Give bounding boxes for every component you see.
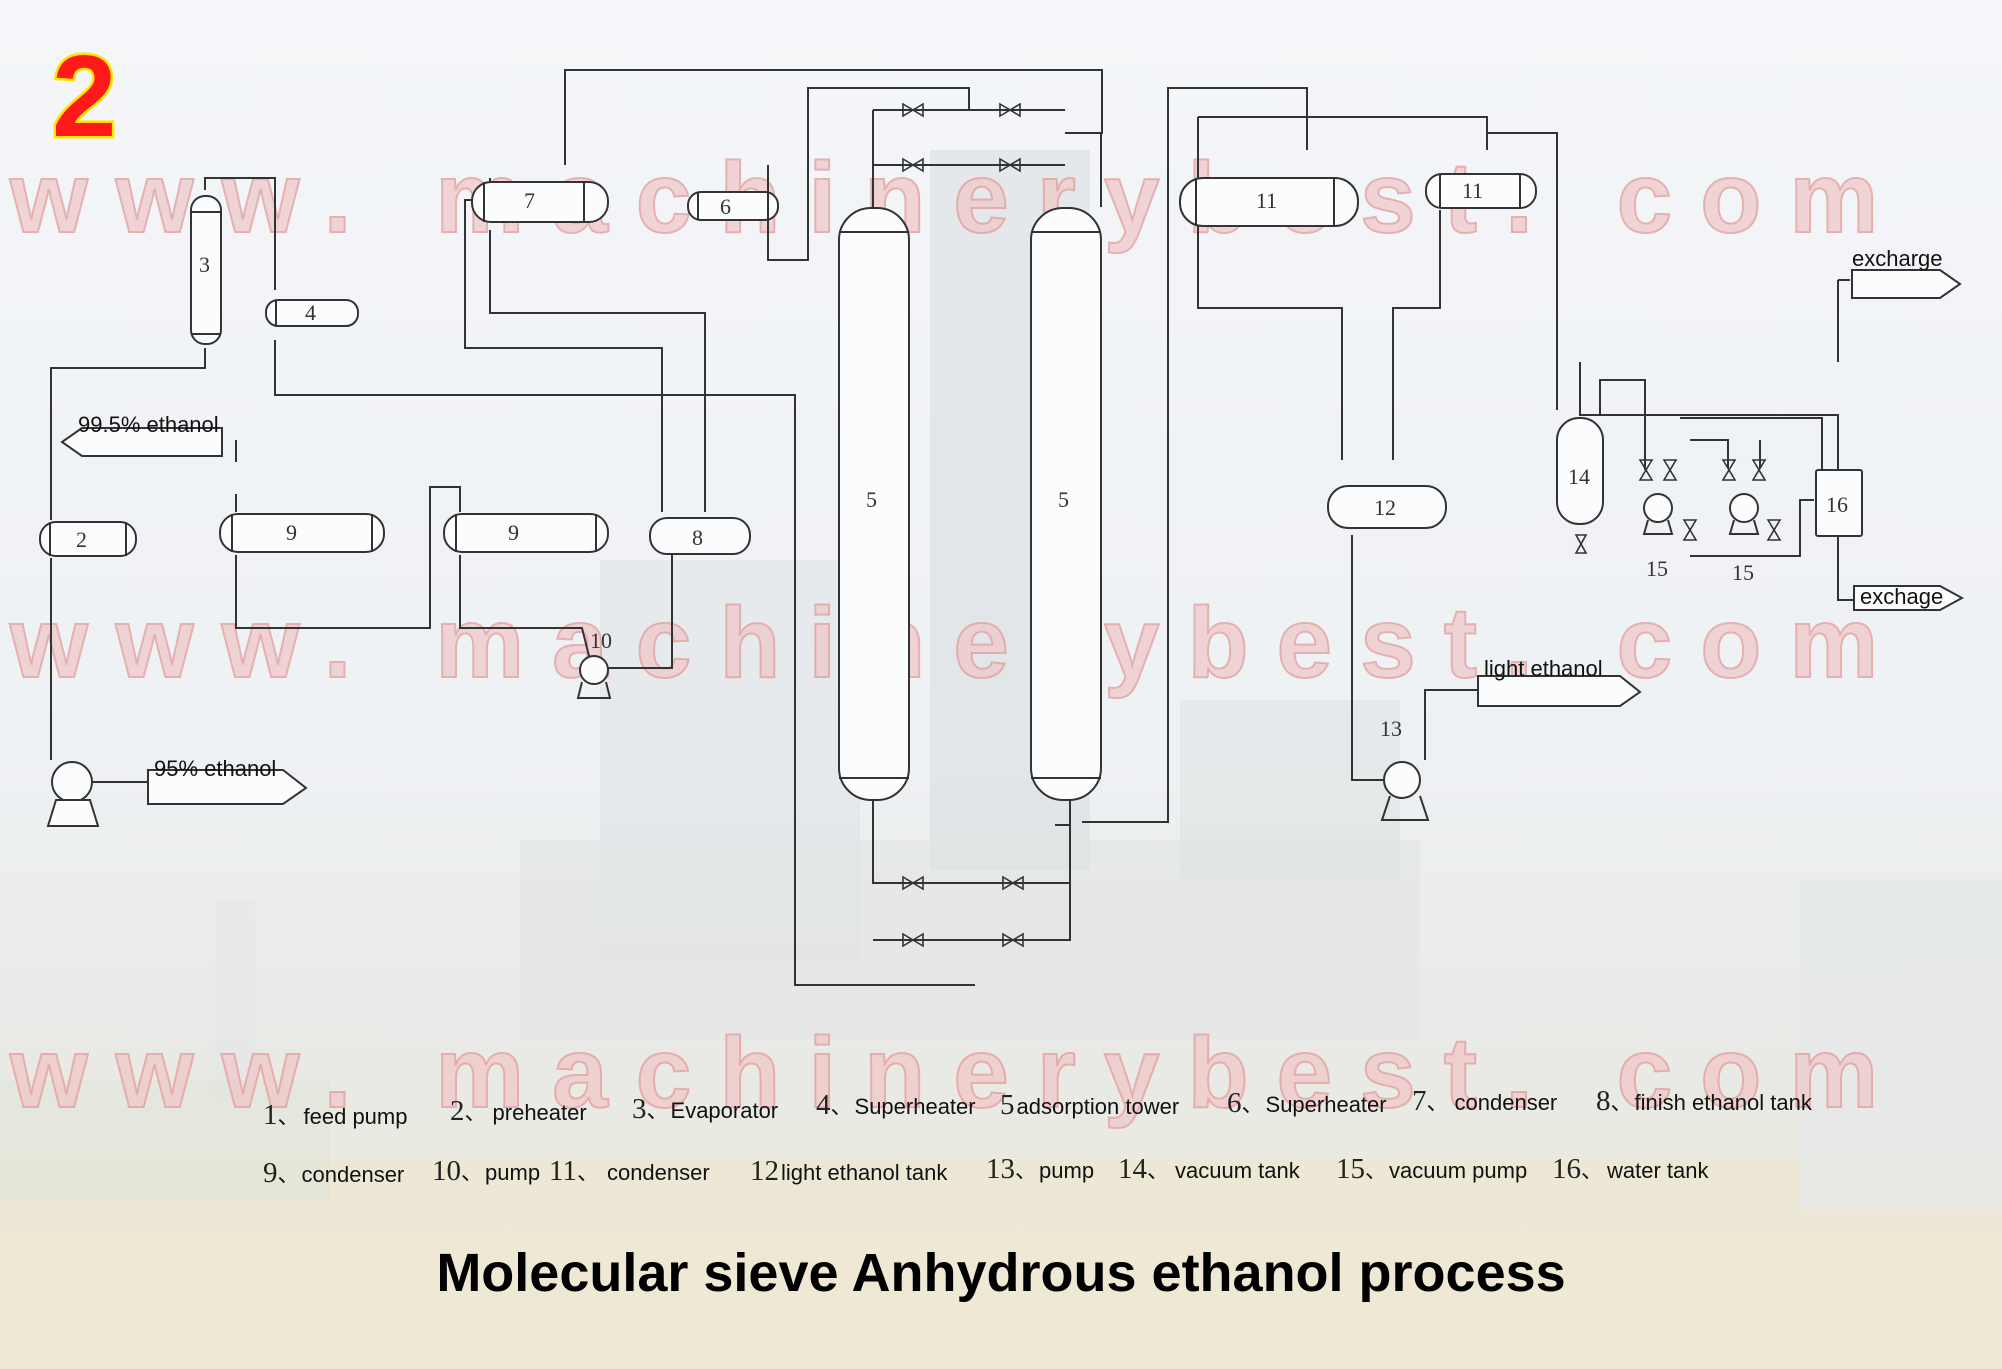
label-10: 10 — [590, 628, 612, 653]
label-11b: 11 — [1462, 178, 1483, 203]
stream-light-ethanol-label: light ethanol — [1484, 656, 1603, 681]
stream-995-ethanol: 99.5% ethanol — [60, 412, 223, 457]
stream-95-ethanol-label: 95% ethanol — [154, 756, 276, 781]
legend-item-14: 14、vacuum tank — [1118, 1153, 1301, 1185]
stream-exchange-top-label: excharge — [1852, 246, 1943, 271]
stream-995-ethanol-label: 99.5% ethanol — [78, 412, 219, 437]
legend-item-13: 13、pump — [986, 1153, 1094, 1185]
label-15a: 15 — [1646, 556, 1668, 581]
condenser-11-right: 11 — [1425, 173, 1537, 209]
adsorption-tower-5-left: 5 — [838, 207, 910, 801]
label-15b: 15 — [1732, 560, 1754, 585]
label-4: 4 — [305, 300, 316, 325]
vacuum-pump-15-right: 15 — [1728, 493, 1760, 585]
condenser-9-left: 9 — [219, 513, 385, 553]
vacuum-tank-14: 14 — [1556, 417, 1604, 525]
legend-item-1: 1、feed pump — [263, 1099, 407, 1131]
label-9b: 9 — [508, 520, 519, 545]
label-7: 7 — [524, 188, 535, 213]
valves — [902, 102, 1782, 948]
legend-item-4: 4、Superheater — [816, 1089, 976, 1121]
label-16: 16 — [1826, 492, 1848, 517]
label-5b: 5 — [1058, 487, 1069, 512]
legend-item-11: 11、condenser — [549, 1155, 710, 1187]
feed-pump-1 — [46, 761, 148, 827]
condenser-9-right: 9 — [443, 513, 609, 553]
legend-item-15: 15、vacuum pump — [1336, 1153, 1527, 1185]
finish-ethanol-tank-8: 8 — [649, 517, 751, 555]
superheater-4: 4 — [265, 299, 359, 327]
legend-item-6: 6、Superheater — [1227, 1087, 1387, 1119]
stream-exchange-bottom-label: exchage — [1860, 584, 1943, 609]
condenser-7: 7 — [471, 181, 609, 223]
pump-13: 13 — [1380, 716, 1430, 821]
legend-item-12: 12light ethanol tank — [750, 1155, 948, 1187]
page-title: Molecular sieve Anhydrous ethanol proces… — [436, 1243, 1566, 1303]
page-number-badge: 2 — [50, 31, 119, 161]
legend-item-16: 16、water tank — [1552, 1153, 1710, 1185]
preheater-2: 2 — [39, 521, 137, 557]
adsorption-tower-5-right: 5 — [1030, 207, 1102, 801]
label-9a: 9 — [286, 520, 297, 545]
label-2: 2 — [76, 527, 87, 552]
label-8: 8 — [692, 525, 703, 550]
legend-item-9: 9、condenser — [263, 1157, 404, 1189]
legend-item-7: 7、condenser — [1412, 1085, 1557, 1117]
label-13: 13 — [1380, 716, 1402, 741]
watermark-top: www. machinerybest. com — [9, 142, 1906, 254]
stream-light-ethanol: light ethanol — [1477, 656, 1642, 707]
legend-item-8: 8、finish ethanol tank — [1596, 1085, 1813, 1117]
label-11a: 11 — [1256, 188, 1277, 213]
legend-item-3: 3、Evaporator — [632, 1093, 778, 1125]
pump-10: 10 — [576, 628, 612, 699]
condenser-11-left: 11 — [1179, 177, 1359, 227]
superheater-6: 6 — [687, 191, 779, 221]
legend: 1、feed pump 2、preheater 3、Evaporator 4、S… — [263, 1085, 1813, 1189]
watermark-middle: www. machinerybest. com — [9, 587, 1906, 699]
label-3: 3 — [199, 252, 210, 277]
label-6: 6 — [720, 194, 731, 219]
water-tank-16: 16 — [1815, 469, 1863, 537]
watermark-bottom: www. machinerybest. com — [9, 1017, 1906, 1129]
vacuum-pump-15-left: 15 — [1642, 493, 1674, 581]
label-5a: 5 — [866, 487, 877, 512]
stream-95-ethanol: 95% ethanol — [147, 756, 308, 805]
label-12: 12 — [1374, 495, 1396, 520]
stream-exchange-bottom: exchage — [1853, 584, 1965, 611]
evaporator-3: 3 — [190, 195, 222, 345]
legend-item-5: 5adsorption tower — [1000, 1089, 1179, 1121]
stream-exchange-top: excharge — [1851, 246, 1962, 299]
label-14: 14 — [1568, 464, 1590, 489]
legend-item-10: 10、pump — [432, 1155, 540, 1187]
light-ethanol-tank-12: 12 — [1327, 485, 1447, 529]
legend-item-2: 2、preheater — [450, 1095, 587, 1127]
